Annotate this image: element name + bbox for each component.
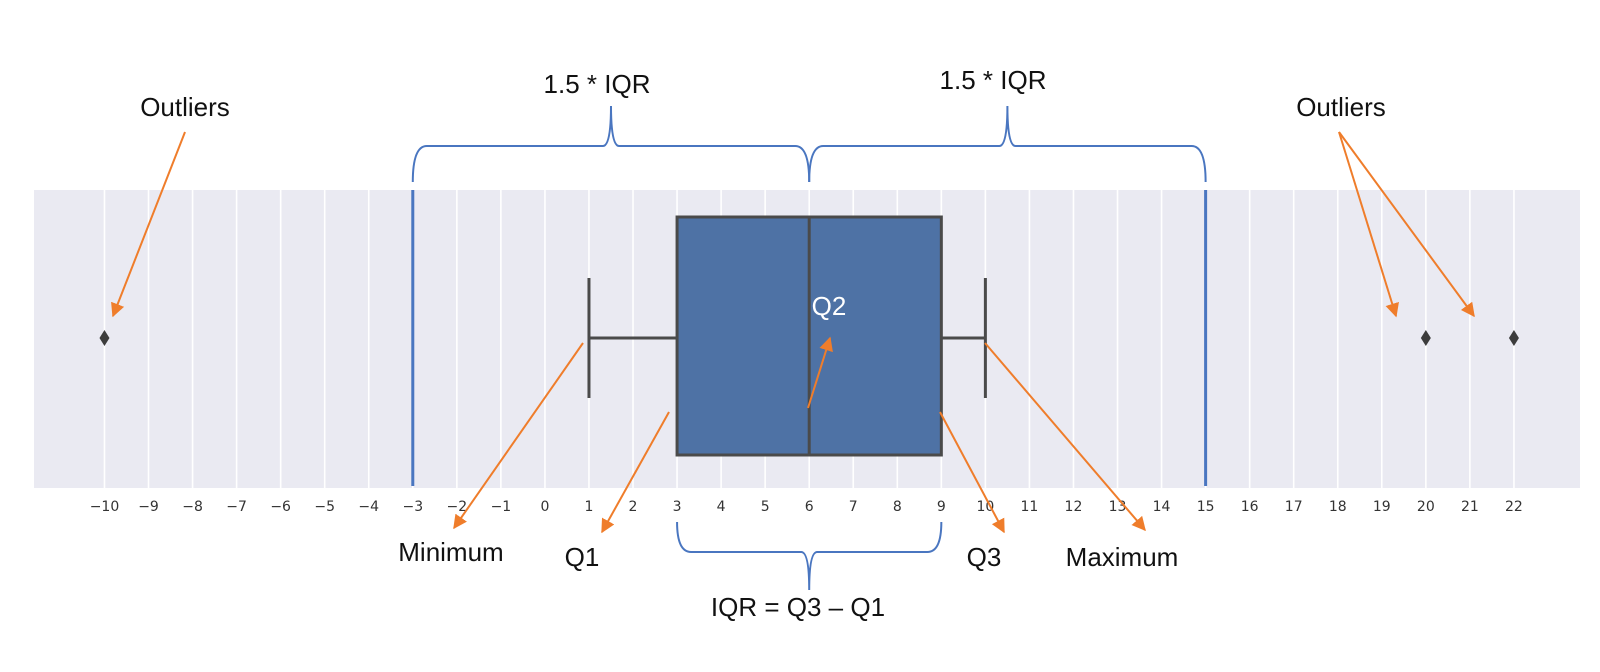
outlier-point [1508,330,1519,346]
x-tick-label: 2 [629,499,638,515]
x-tick-label: 13 [1109,499,1127,515]
x-tick-label: 18 [1329,499,1347,515]
label-maximum: Maximum [1066,542,1179,572]
x-tick-label: −10 [90,499,120,515]
brace-annotations [411,105,1207,591]
x-tick-label: 21 [1461,499,1479,515]
x-tick-label: 5 [761,499,770,515]
outlier-point [99,330,110,346]
x-tick-label: 1 [585,499,594,515]
x-tick-label: 15 [1197,499,1215,515]
x-tick-label: 22 [1505,499,1523,515]
arrow-q3 [939,411,1005,534]
x-tick-label: 8 [893,499,902,515]
x-tick-label: 19 [1373,499,1391,515]
x-tick-label: 14 [1153,499,1171,515]
arrow-outlier-left [111,131,186,318]
label-outliers-left: Outliers [140,92,230,122]
x-tick-label: −4 [358,499,379,515]
arrow-outlier-right-1 [1338,131,1399,318]
label-outliers-right: Outliers [1296,92,1386,122]
arrow-maximum [984,342,1146,532]
x-tick-label: 9 [937,499,946,515]
x-tick-label: 17 [1285,499,1303,515]
x-tick-label: 20 [1417,499,1435,515]
x-tick-label: −6 [270,499,291,515]
x-tick-label: −2 [447,499,468,515]
label-q3: Q3 [967,542,1002,572]
arrow-minimum [453,342,584,530]
x-tick-label: 16 [1241,499,1259,515]
fence-lines [411,190,1208,486]
brace-iqr-bottom [676,521,943,591]
label-q2: Q2 [812,291,847,321]
arrow-outlier-right-2 [1338,131,1475,318]
x-tick-label: −7 [226,499,247,515]
x-tick-label: 7 [849,499,858,515]
x-tick-label: 11 [1021,499,1039,515]
arrow-q2 [807,336,833,409]
annotation-arrows [111,131,1475,534]
x-tick-label: 12 [1065,499,1083,515]
label-minimum: Minimum [398,537,503,567]
x-tick-label: −5 [314,499,335,515]
x-tick-label: 6 [805,499,814,515]
outlier-points [99,330,1519,346]
x-tick-label: 4 [717,499,726,515]
brace-left-iqr [411,105,811,183]
arrow-q1 [601,411,670,534]
label-iqr-right: 1.5 * IQR [940,65,1047,95]
outlier-point [1420,330,1431,346]
x-tick-label: −8 [182,499,203,515]
x-tick-label: 0 [540,499,549,515]
x-tick-label: −1 [491,499,512,515]
x-tick-label: 3 [673,499,682,515]
x-tick-label: −9 [138,499,159,515]
label-q1: Q1 [565,542,600,572]
label-iqr-formula: IQR = Q3 – Q1 [711,592,885,622]
x-tick-label: −3 [402,499,423,515]
x-tick-label: 10 [976,499,994,515]
label-iqr-left: 1.5 * IQR [544,69,651,99]
box-plot [587,215,987,457]
brace-right-iqr [808,105,1207,183]
